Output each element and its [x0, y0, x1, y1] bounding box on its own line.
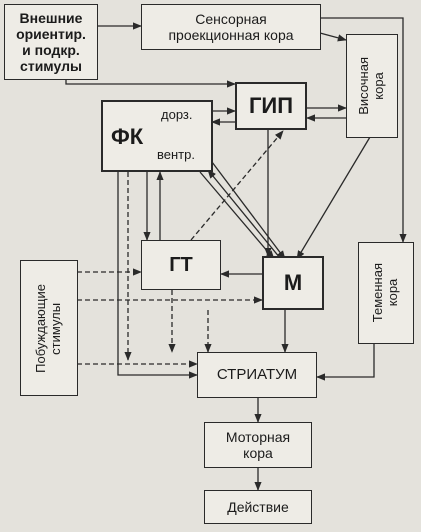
gip-label: ГИП — [248, 93, 294, 119]
parietal-cortex-label: Теменная кора — [370, 263, 400, 323]
motor-cortex-box: Моторная кора — [204, 422, 312, 468]
fk-ventral-label: вентр. — [157, 147, 195, 162]
striatum-box: СТРИАТУМ — [197, 352, 317, 398]
external-stimuli-box: Внешние ориентир. и подкр. стимулы — [4, 4, 98, 80]
fk-dorsal-label: дорз. — [161, 107, 193, 122]
temporal-cortex-label: Височная кора — [356, 57, 386, 115]
fk-box: ФК дорз. вентр. — [101, 100, 213, 172]
action-box: Действие — [204, 490, 312, 524]
motivating-stimuli-label: Побуждающие стимулы — [33, 283, 63, 373]
gt-label: ГТ — [169, 253, 193, 276]
arrow-temporal-to-m — [296, 136, 371, 260]
gt-box: ГТ — [141, 240, 221, 290]
arrow-fk-to-striatum — [117, 172, 198, 379]
temporal-cortex-box: Височная кора — [346, 34, 398, 138]
external-stimuli-label: Внешние ориентир. и подкр. стимулы — [16, 9, 86, 75]
fk-label: ФК — [111, 124, 144, 149]
m-label: М — [283, 270, 303, 296]
arrow-sensory-to-parietal — [320, 17, 407, 243]
arrow-sensory-to-temporal — [319, 32, 347, 42]
arrow-fk-to-m — [211, 161, 286, 260]
motivating-stimuli-box: Побуждающие стимулы — [20, 260, 78, 396]
motor-cortex-label: Моторная кора — [225, 428, 291, 461]
striatum-label: СТРИАТУМ — [216, 366, 298, 384]
arrow-external-to-gip — [65, 78, 236, 88]
parietal-cortex-box: Теменная кора — [358, 242, 414, 344]
sensory-cortex-label: Сенсорная проекционная кора — [168, 10, 294, 43]
arrow-parietal-to-striatum — [316, 344, 375, 381]
m-box: М — [262, 256, 324, 310]
action-label: Действие — [227, 498, 289, 515]
gip-box: ГИП — [235, 82, 307, 130]
sensory-cortex-box: Сенсорная проекционная кора — [141, 4, 321, 50]
arrow-fk-to-m-2 — [199, 171, 275, 260]
